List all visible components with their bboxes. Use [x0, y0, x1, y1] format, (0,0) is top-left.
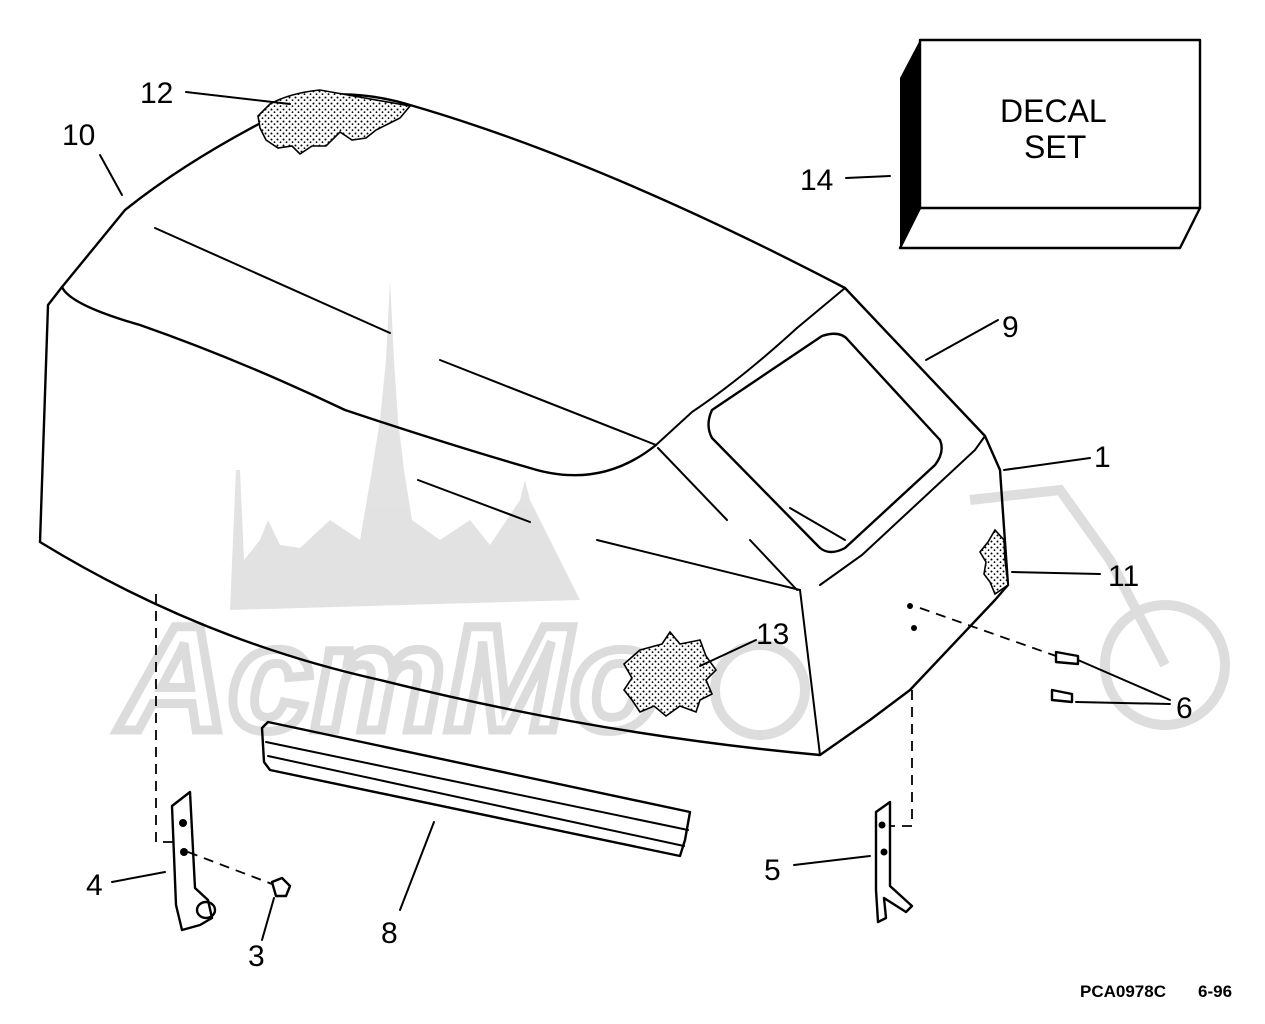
- decal-set-box: DECAL SET: [898, 38, 1202, 250]
- decal-patch-12: [257, 89, 412, 156]
- screw-3: [270, 876, 292, 898]
- drawing-date: 6-96: [1198, 982, 1232, 1001]
- svg-text:AcmMo: AcmMo: [116, 594, 662, 762]
- callout-10: 10: [62, 119, 95, 152]
- callout-5: 5: [764, 854, 781, 887]
- drawing-code: PCA0978C: [1080, 982, 1166, 1001]
- engine-cover: [38, 93, 1010, 757]
- decal-set-label-line1: DECAL: [1000, 93, 1107, 129]
- callout-8: 8: [381, 917, 398, 950]
- callout-1: 1: [1094, 441, 1111, 474]
- callout-14: 14: [800, 164, 833, 197]
- bracket-left: [170, 790, 217, 932]
- callout-4: 4: [86, 869, 103, 902]
- callout-13: 13: [756, 618, 789, 651]
- bracket-right: [874, 800, 914, 924]
- callout-3: 3: [248, 940, 265, 973]
- callout-12: 12: [140, 77, 173, 110]
- decal-patch-11: [979, 528, 1009, 596]
- callout-6: 6: [1176, 692, 1193, 725]
- callout-11: 11: [1108, 560, 1139, 593]
- callout-9: 9: [1002, 311, 1019, 344]
- seal-strip: [260, 720, 692, 858]
- fasteners-6: [907, 603, 1080, 704]
- leader-lines: [99, 91, 1171, 941]
- assembly-lines: [155, 594, 1057, 885]
- callouts: 1 3 4 5 6 8 9 10 11 12 13 14: [62, 77, 1193, 973]
- decal-patch-13: [622, 630, 718, 718]
- watermark: AcmMo: [112, 280, 1230, 767]
- decal-set-label-line2: SET: [1024, 129, 1086, 165]
